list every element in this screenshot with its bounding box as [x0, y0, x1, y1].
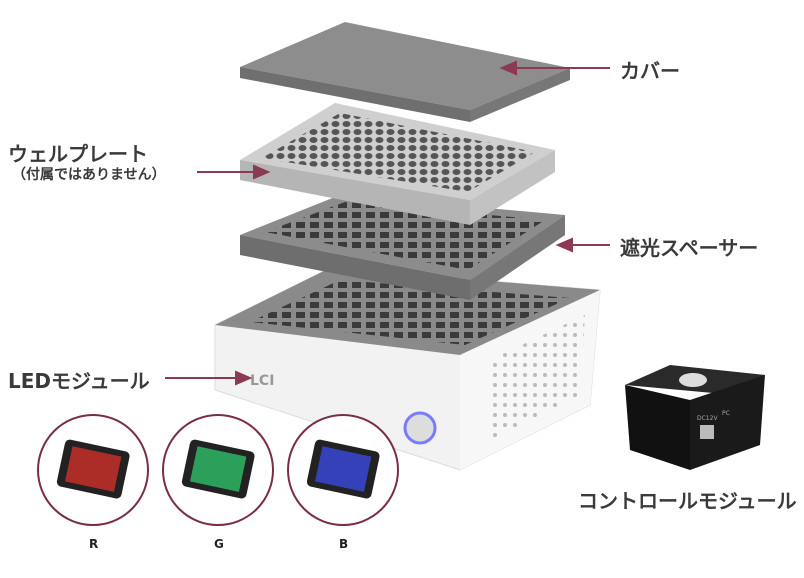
device-logo: LCI [250, 373, 274, 389]
control-module-device: DC12V PC [625, 365, 765, 470]
label-spacer: 遮光スペーサー [620, 236, 759, 260]
label-well-plate-note: （付属ではありません） [12, 167, 166, 183]
label-green: G [214, 537, 224, 551]
port-label-dc: DC12V [697, 415, 718, 422]
cover-layer [240, 22, 570, 122]
label-cover: カバー [620, 59, 680, 83]
label-red: R [89, 537, 99, 551]
led-variant-circles [37, 414, 399, 526]
label-blue: B [339, 537, 349, 551]
label-well-plate: ウェルプレート [8, 142, 148, 166]
arrows [165, 60, 610, 386]
label-control-module: コントロールモジュール [578, 489, 797, 513]
led-module-device: LCI [214, 267, 601, 471]
port-label-pc: PC [722, 410, 730, 417]
label-led-module: LEDモジュール [8, 369, 150, 393]
well-plate-layer [240, 103, 555, 225]
